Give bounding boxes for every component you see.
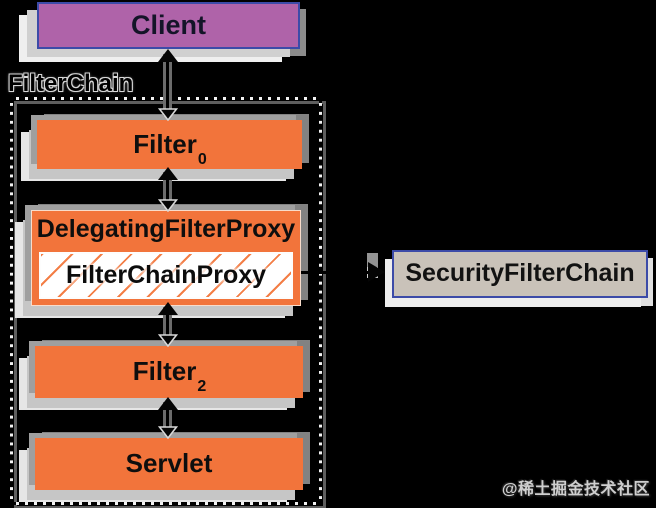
arrow-shaft (166, 400, 169, 436)
arrow-up-head-icon (158, 49, 178, 62)
arrow-up-head-icon (158, 302, 178, 315)
client-label: Client (130, 10, 206, 40)
filter-chain-proxy-label: FilterChainProxy (65, 261, 267, 289)
security-filter-chain-label: SecurityFilterChain (405, 259, 635, 287)
watermark: @稀土掘金技术社区 (501, 481, 650, 498)
filter2-label: Filter (132, 356, 197, 386)
security-filter-chain-node: SecurityFilterChain (392, 250, 648, 298)
servlet-node: Servlet (35, 438, 303, 490)
filter0-node: Filter0 (37, 120, 302, 169)
arrow-down-head-icon (158, 334, 178, 347)
arrow-shaft (301, 271, 372, 274)
filter-chain-proxy-node: FilterChainProxy (39, 252, 293, 299)
arrow-down-head-icon (158, 108, 178, 121)
arrow-shaft (166, 52, 169, 118)
arrow-shaft (166, 305, 169, 344)
arrow-down-head-icon (158, 426, 178, 439)
filterchain-dashed-border (10, 97, 322, 505)
filter0-delegatingfilterproxy-arrow (148, 167, 188, 212)
filter0-subscript: 0 (197, 151, 207, 169)
arrow-up-head-icon (158, 167, 178, 180)
arrow-shaft (166, 170, 169, 209)
filterchain-label: FilterChain (8, 70, 134, 97)
filter2-node: Filter2 (35, 346, 303, 398)
arrow-right-head-icon (368, 262, 385, 282)
delegating-filter-proxy-label: DelegatingFilterProxy (36, 215, 296, 243)
arrow-head-backdrop (367, 253, 378, 267)
filterchainproxy-securityfilterchain-arrow (301, 250, 391, 290)
client-filter0-arrow (148, 49, 188, 121)
filter0-label: Filter (133, 129, 197, 159)
client-node: Client (37, 2, 300, 49)
arrow-up-head-icon (158, 397, 178, 410)
delegatingfilterproxy-filter2-arrow (148, 302, 188, 347)
delegating-filter-proxy-node: DelegatingFilterProxy FilterChainProxy (31, 210, 301, 306)
servlet-label: Servlet (125, 448, 213, 478)
filter2-subscript: 2 (197, 378, 207, 396)
filter2-servlet-arrow (148, 397, 188, 439)
arrow-down-head-icon (158, 199, 178, 212)
